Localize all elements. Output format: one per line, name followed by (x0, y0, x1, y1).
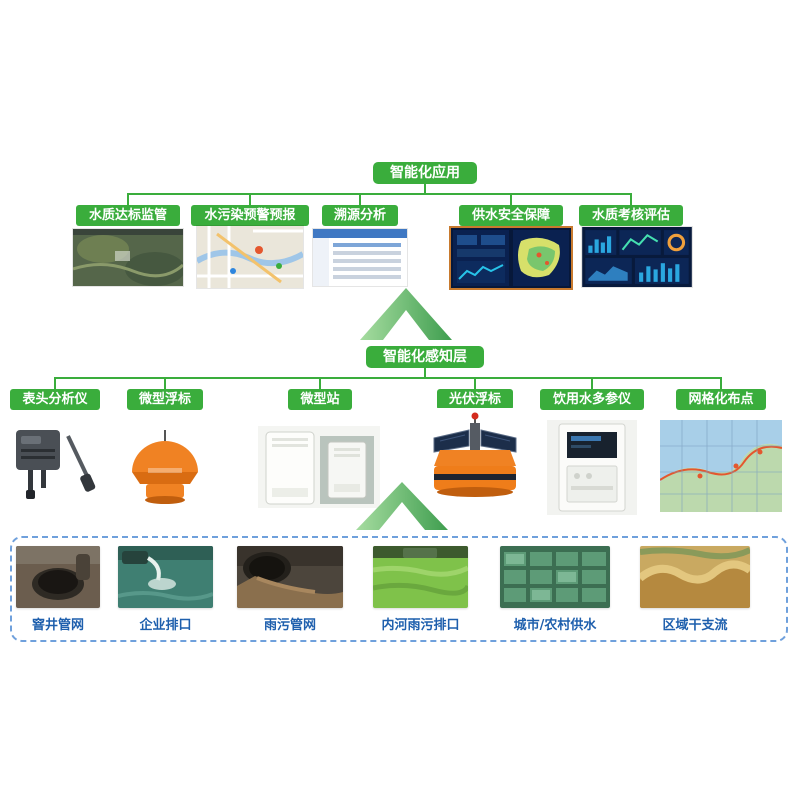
connector-line (474, 377, 476, 389)
up-arrow-icon (356, 482, 448, 530)
perception-item-label-grid-points: 网格化布点 (676, 389, 766, 410)
connector-line (510, 193, 512, 205)
river-outlet-photo (373, 546, 468, 608)
perception-item-label-micro-buoy: 微型浮标 (127, 389, 203, 410)
river-basin-aerial-photo (640, 546, 750, 608)
app-item-label-traceability-analysis: 溯源分析 (322, 205, 398, 226)
sewage-pipe-photo (237, 546, 343, 608)
up-arrow-icon (360, 288, 452, 340)
perception-item-label-multi-parameter: 饮用水多参仪 (540, 389, 644, 410)
connector-line (164, 377, 166, 389)
multi-parameter-cabinet (547, 420, 637, 515)
perception-item-label-solar-buoy: 光伏浮标 (437, 389, 513, 410)
app-item-label-water-supply-safety: 供水安全保障 (459, 205, 563, 226)
dark-dashboard-screenshot (582, 227, 692, 287)
probe-analyzer-device (8, 416, 103, 508)
perception-item-label-probe-analyzer: 表头分析仪 (10, 389, 100, 410)
source-label-manhole-network: 窨井管网 (31, 618, 84, 633)
satellite-map-screenshot (73, 229, 183, 286)
manhole-photo (16, 546, 100, 608)
city-map-screenshot (197, 226, 303, 288)
source-label-urban-rural-supply: 城市/农村供水 (513, 618, 597, 633)
app-item-label-quality-assessment: 水质考核评估 (579, 205, 683, 226)
perception-item-label-micro-station: 微型站 (288, 389, 352, 410)
source-label-river-outlet: 内河雨污排口 (381, 618, 460, 633)
connector-line (249, 193, 251, 205)
app-item-label-pollution-forecast: 水污染预警预报 (191, 205, 309, 226)
analysis-table-screenshot (313, 229, 407, 286)
connector-line (127, 193, 129, 205)
connector-line (424, 368, 426, 378)
source-label-sewage-network: 雨污管网 (263, 618, 316, 633)
source-layer-dashed-container (10, 536, 788, 642)
perception-layer-header: 智能化感知层 (366, 346, 484, 368)
micro-buoy-device (120, 424, 210, 508)
micro-station-cabinets (258, 426, 380, 508)
enterprise-outlet-photo (118, 546, 213, 608)
source-label-regional-streams: 区域干支流 (662, 618, 728, 633)
solar-buoy-device (420, 408, 530, 510)
dual-dark-dashboard-screenshot (449, 226, 573, 290)
connector-line (319, 377, 321, 389)
application-layer-header: 智能化应用 (373, 162, 477, 184)
connector-line (54, 377, 722, 379)
grid-map (660, 420, 782, 512)
water-supply-aerial-photo (500, 546, 610, 608)
connector-line (127, 193, 632, 195)
connector-line (424, 184, 426, 194)
connector-line (630, 193, 632, 205)
source-label-enterprise-outlet: 企业排口 (139, 618, 192, 633)
connector-line (359, 193, 361, 205)
connector-line (720, 377, 722, 389)
connector-line (54, 377, 56, 389)
connector-line (591, 377, 593, 389)
app-item-label-water-quality-supervision: 水质达标监管 (76, 205, 180, 226)
